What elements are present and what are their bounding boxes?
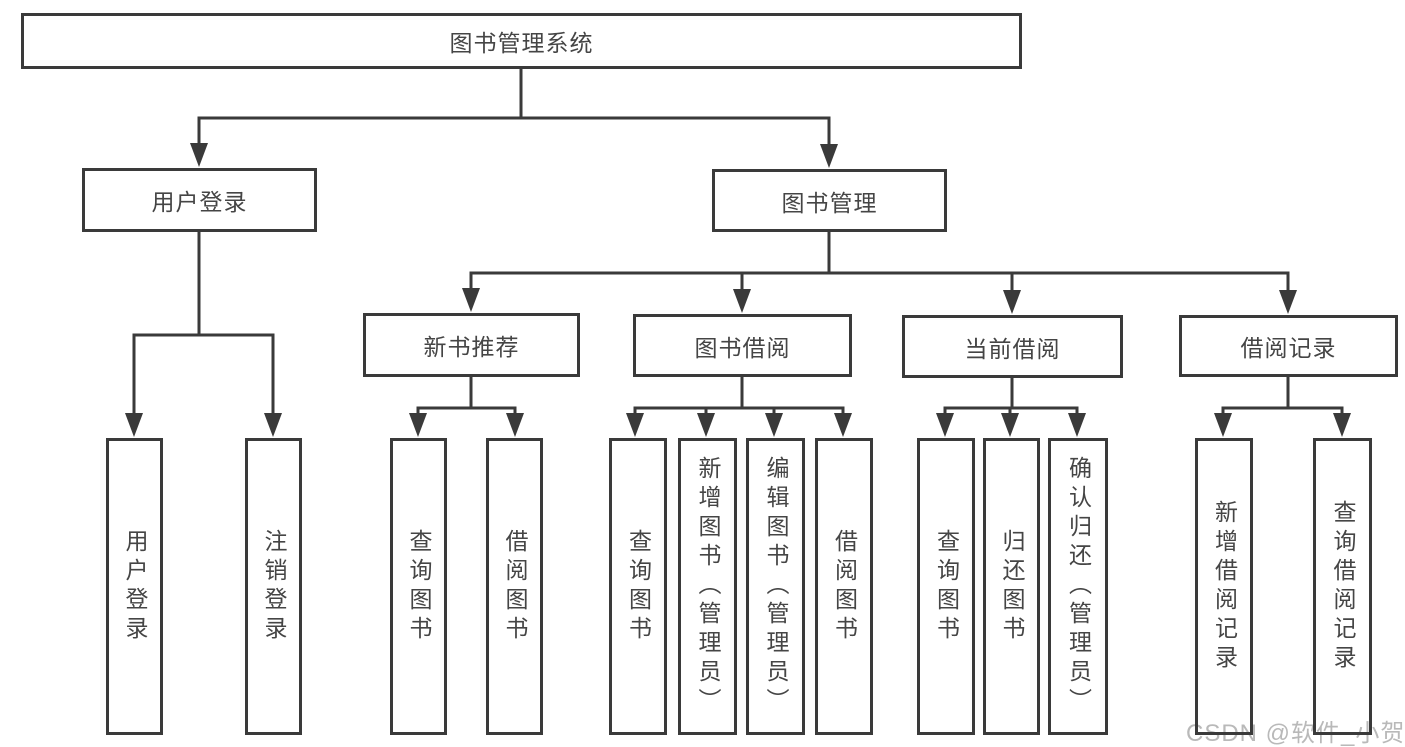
connector-current [943, 378, 1079, 417]
connector-borrow [633, 377, 845, 417]
arrow-borrow [733, 289, 751, 313]
leaf-query-borrow-record: 查询借阅记录 [1313, 438, 1372, 735]
node-user-login: 用户登录 [82, 168, 317, 232]
arrow-leaf [409, 413, 427, 437]
arrow-leaf [765, 413, 783, 437]
arrow-current [1003, 290, 1021, 314]
node-new-book-recommend: 新书推荐 [363, 313, 580, 377]
node-book-management: 图书管理 [712, 169, 947, 232]
arrow-new-book [462, 288, 480, 312]
leaf-return-books: 归还图书 [983, 438, 1040, 735]
arrow-leaf [1333, 413, 1351, 437]
connector-root [197, 69, 831, 147]
arrow-leaf [1214, 413, 1232, 437]
arrow-leaf [264, 413, 282, 437]
leaf-query-books: 查询图书 [917, 438, 975, 735]
arrowheads [125, 143, 1351, 437]
arrow-leaf [834, 413, 852, 437]
connector-records [1221, 377, 1344, 417]
node-library-system: 图书管理系统 [21, 13, 1022, 69]
arrow-leaf [697, 413, 715, 437]
leaf-query-books: 查询图书 [390, 438, 447, 735]
arrow-leaf [506, 413, 524, 437]
connector-user-login [132, 232, 275, 416]
leaf-query-books: 查询图书 [609, 438, 667, 735]
leaf-user-login: 用户登录 [106, 438, 163, 735]
arrow-leaf [936, 413, 954, 437]
arrow-user-login [190, 143, 208, 167]
arrow-records [1279, 290, 1297, 314]
arrow-leaf [125, 413, 143, 437]
leaf-edit-books-admin: 编辑图书（管理员） [746, 438, 805, 735]
leaf-borrow-books: 借阅图书 [486, 438, 543, 735]
connector-book-mgmt [469, 232, 1290, 293]
leaf-logout: 注销登录 [245, 438, 302, 735]
leaf-borrow-books: 借阅图书 [815, 438, 873, 735]
arrow-leaf [1068, 413, 1086, 437]
leaf-confirm-return-admin: 确认归还（管理员） [1048, 438, 1108, 735]
arrow-book-mgmt [820, 144, 838, 168]
node-book-borrow: 图书借阅 [633, 314, 852, 377]
arrow-leaf [1001, 413, 1019, 437]
node-current-borrow: 当前借阅 [902, 315, 1123, 378]
leaf-add-books-admin: 新增图书（管理员） [678, 438, 737, 735]
node-borrow-records: 借阅记录 [1179, 315, 1398, 377]
connector-new-book [416, 377, 517, 417]
arrow-leaf [626, 413, 644, 437]
leaf-add-borrow-record: 新增借阅记录 [1195, 438, 1253, 735]
